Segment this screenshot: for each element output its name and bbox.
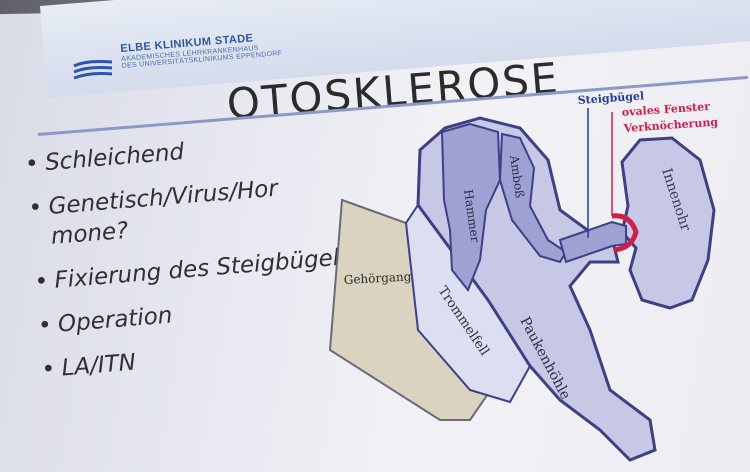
label-verknoecherung: Verknöcherung bbox=[622, 115, 718, 135]
inner-ear-shape bbox=[622, 138, 714, 308]
